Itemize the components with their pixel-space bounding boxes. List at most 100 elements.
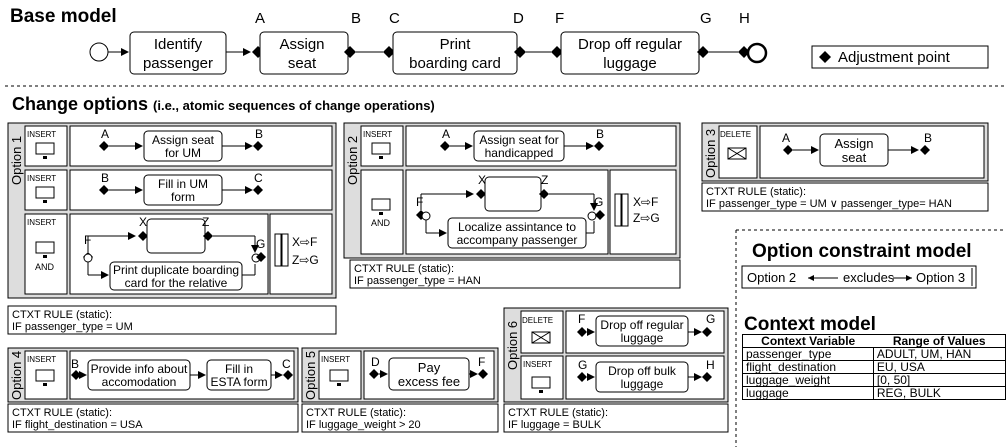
svg-text:Drop off bulk: Drop off bulk <box>608 364 677 378</box>
svg-text:Assign: Assign <box>834 136 873 151</box>
svg-text:CTXT RULE (static):: CTXT RULE (static): <box>12 309 112 321</box>
option-4-label: Option 4 <box>9 351 24 400</box>
svg-text:Fill in UM: Fill in UM <box>158 177 208 191</box>
svg-text:Assign seat: Assign seat <box>152 133 215 147</box>
svg-text:INSERT: INSERT <box>27 218 56 227</box>
svg-text:IF passenger_type = UM: IF passenger_type = UM <box>12 321 133 333</box>
svg-text:card for the relative: card for the relative <box>125 276 228 290</box>
svg-text:accomodation: accomodation <box>102 375 177 389</box>
option-5-label: Option 5 <box>303 351 318 400</box>
option-4-rule <box>7 403 299 433</box>
svg-text:C: C <box>254 171 263 185</box>
svg-text:G: G <box>578 358 587 372</box>
svg-text:CTXT RULE (static):: CTXT RULE (static): <box>12 407 112 419</box>
svg-text:DELETE: DELETE <box>720 130 751 139</box>
range-values-header: Range of Values <box>873 334 1006 348</box>
svg-text:INSERT: INSERT <box>363 130 392 139</box>
svg-text:Pay: Pay <box>418 360 441 375</box>
svg-text:Print: Print <box>440 36 472 53</box>
svg-text:INSERT: INSERT <box>321 355 350 364</box>
svg-text:Fill in: Fill in <box>225 362 253 376</box>
svg-text:excess fee: excess fee <box>398 374 460 389</box>
svg-text:excludes: excludes <box>843 270 895 285</box>
svg-text:passenger: passenger <box>143 55 213 72</box>
svg-text:Z⇨G: Z⇨G <box>292 253 319 267</box>
context-variable-header: Context Variable <box>742 334 874 348</box>
svg-text:X⇨F: X⇨F <box>633 195 658 209</box>
svg-text:luggage: luggage <box>621 377 664 391</box>
svg-text:X: X <box>139 215 147 229</box>
option-5-rule <box>301 403 499 433</box>
svg-text:F: F <box>478 355 485 369</box>
svg-text:F: F <box>578 312 585 326</box>
svg-text:IF luggage = BULK: IF luggage = BULK <box>508 419 602 431</box>
svg-text:Drop off regular: Drop off regular <box>578 36 682 53</box>
svg-text:Drop off regular: Drop off regular <box>600 318 683 332</box>
svg-text:B: B <box>351 10 361 27</box>
svg-text:accompany passenger: accompany passenger <box>457 233 578 247</box>
svg-text:boarding card: boarding card <box>409 55 501 72</box>
option-6-rule <box>503 403 729 433</box>
svg-text:C: C <box>389 10 400 27</box>
option-3-label: Option 3 <box>703 129 718 178</box>
svg-text:Option 3: Option 3 <box>916 270 965 285</box>
context-model-table: Context Variable Range of Values passeng… <box>742 334 1007 400</box>
legend-label: Adjustment point <box>838 49 951 66</box>
option-2-label: Option 2 <box>345 136 360 185</box>
svg-text:A: A <box>782 131 790 145</box>
svg-text:B: B <box>101 171 109 185</box>
svg-text:handicapped: handicapped <box>485 146 554 160</box>
svg-text:H: H <box>739 10 750 27</box>
change-options-title: Change options (i.e., atomic sequences o… <box>12 94 435 114</box>
option-2-rule <box>349 259 681 289</box>
option-3-rule <box>701 182 989 212</box>
svg-text:CTXT RULE (static):: CTXT RULE (static): <box>354 263 454 275</box>
svg-text:Provide info about: Provide info about <box>91 362 188 376</box>
svg-text:F: F <box>416 195 423 209</box>
svg-text:Localize assintance to: Localize assintance to <box>458 220 576 234</box>
svg-text:CTXT RULE (static):: CTXT RULE (static): <box>306 407 406 419</box>
svg-text:IF passenger_type = HAN: IF passenger_type = HAN <box>354 275 481 287</box>
legend-box <box>811 45 989 69</box>
svg-text:IF flight_destination = USA: IF flight_destination = USA <box>12 419 143 431</box>
svg-text:C: C <box>282 357 291 371</box>
svg-text:INSERT: INSERT <box>27 174 56 183</box>
option-constraint-title: Option constraint model <box>752 241 972 262</box>
svg-text:Z: Z <box>541 173 548 187</box>
svg-text:INSERT: INSERT <box>27 130 56 139</box>
svg-text:seat: seat <box>842 150 867 165</box>
svg-text:G: G <box>700 10 712 27</box>
svg-text:G: G <box>594 195 603 209</box>
svg-text:G: G <box>256 237 265 251</box>
base-model-title: Base model <box>10 6 117 27</box>
svg-text:Assign: Assign <box>279 36 324 53</box>
option-6-label: Option 6 <box>505 321 520 370</box>
svg-text:H: H <box>706 358 715 372</box>
svg-text:CTXT RULE (static):: CTXT RULE (static): <box>706 186 806 198</box>
svg-text:X⇨F: X⇨F <box>292 235 317 249</box>
svg-text:A: A <box>255 10 265 27</box>
svg-text:F: F <box>555 10 564 27</box>
end-event <box>746 42 768 64</box>
constraint-box <box>741 265 977 289</box>
svg-text:Z: Z <box>202 215 209 229</box>
start-event <box>89 42 109 62</box>
svg-text:A: A <box>442 127 450 141</box>
activity-identify-passenger <box>129 31 227 75</box>
svg-text:form: form <box>171 190 195 204</box>
svg-text:seat: seat <box>288 55 317 72</box>
context-model-title: Context model <box>744 314 876 335</box>
svg-text:B: B <box>924 131 932 145</box>
svg-text:Assign seat for: Assign seat for <box>479 133 558 147</box>
svg-text:D: D <box>371 355 380 369</box>
svg-text:for UM: for UM <box>165 146 201 160</box>
svg-text:Z⇨G: Z⇨G <box>633 211 660 225</box>
svg-text:CTXT RULE (static):: CTXT RULE (static): <box>508 407 608 419</box>
svg-text:B: B <box>255 127 263 141</box>
svg-text:DELETE: DELETE <box>522 316 553 325</box>
svg-text:A: A <box>101 127 109 141</box>
adjustment-point-icon <box>819 51 831 63</box>
svg-text:INSERT: INSERT <box>523 360 552 369</box>
